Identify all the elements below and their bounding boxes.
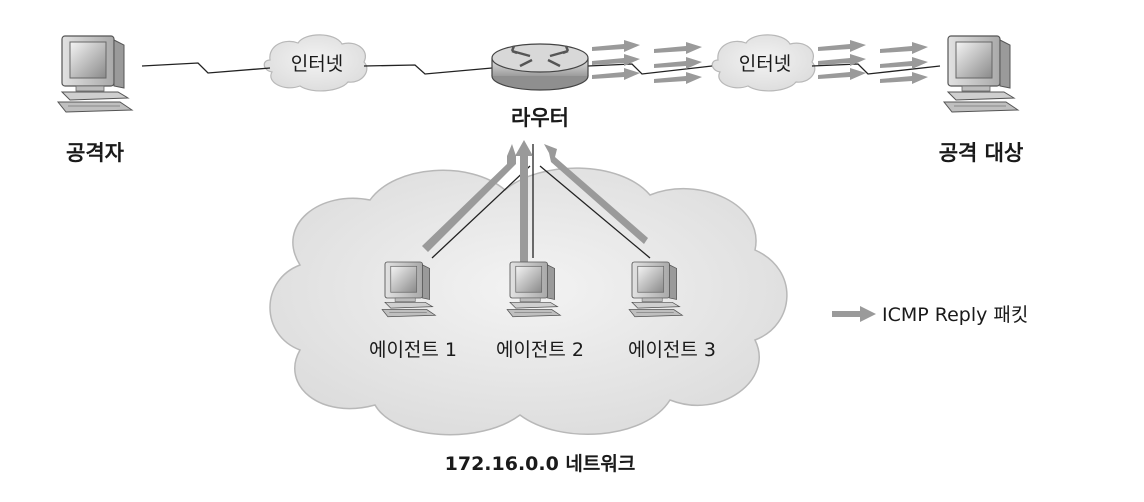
attacker-label: 공격자 — [66, 141, 125, 165]
agent-links — [431, 144, 651, 259]
link-attacker-internet — [141, 62, 271, 74]
router-icon — [491, 43, 589, 91]
attacker-computer-icon — [57, 35, 133, 113]
internet-cloud-left — [263, 34, 368, 92]
target-label: 공격 대상 — [939, 141, 1024, 165]
link-agent3-router — [539, 165, 651, 259]
reply-arrows — [422, 140, 648, 262]
agent1-label: 에이전트 1 — [369, 339, 457, 361]
link-lines — [141, 62, 941, 75]
internet-left-label: 인터넷 — [291, 53, 343, 75]
forward-arrows — [592, 40, 928, 84]
internet-cloud-right — [711, 34, 816, 92]
agent2-label: 에이전트 2 — [496, 339, 584, 361]
legend-label: ICMP Reply 패킷 — [882, 304, 1028, 326]
network-label: 172.16.0.0 네트워크 — [445, 453, 636, 475]
legend-arrow-icon — [832, 306, 876, 322]
agent3-label: 에이전트 3 — [628, 339, 716, 361]
link-router-internet — [587, 63, 713, 75]
router-label: 라우터 — [511, 106, 569, 130]
link-agent1-router — [431, 165, 531, 259]
internet-right-label: 인터넷 — [739, 53, 791, 75]
target-computer-icon — [943, 35, 1019, 113]
link-internet-target — [811, 63, 941, 75]
link-internet-router — [363, 64, 493, 75]
